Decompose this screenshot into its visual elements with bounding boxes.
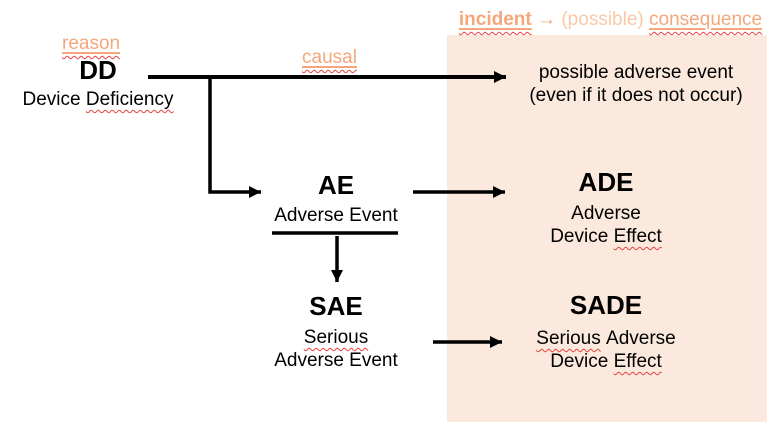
node-sae-abbr: SAE xyxy=(309,291,363,321)
node-sae: SAE Serious Adverse Event xyxy=(256,292,416,372)
node-sae-name-line1: Serious xyxy=(303,327,369,348)
possible-adverse-line2: (even if it does not occur) xyxy=(529,85,743,106)
node-dd-abbr: DD xyxy=(79,55,117,85)
possible-adverse-line1: possible adverse event xyxy=(538,62,734,83)
node-sae-name-line2: Adverse Event xyxy=(274,350,398,371)
header-word-consequence: consequence xyxy=(649,9,763,30)
right-arrow-glyph: → xyxy=(537,9,557,30)
node-ae-name: Adverse Event xyxy=(274,205,398,226)
edge-label-causal: causal xyxy=(302,47,357,68)
node-ae: AE Adverse Event xyxy=(256,171,416,227)
header-word-incident: incident xyxy=(458,9,532,30)
node-ae-abbr: AE xyxy=(317,170,355,200)
header-word-possible: (possible) xyxy=(561,9,644,30)
node-possible-adverse-event: possible adverse event (even if it does … xyxy=(508,61,764,107)
header-incident-consequence: incident→(possible)consequence xyxy=(446,9,775,31)
arrow-dd-branch-to-ae xyxy=(208,77,261,198)
node-ade-name-line1: Adverse xyxy=(571,203,641,224)
consequence-panel xyxy=(447,35,767,422)
node-ade-abbr: ADE xyxy=(578,167,634,197)
node-sade-abbr: SADE xyxy=(569,290,643,320)
edge-label-reason: reason xyxy=(62,33,121,54)
